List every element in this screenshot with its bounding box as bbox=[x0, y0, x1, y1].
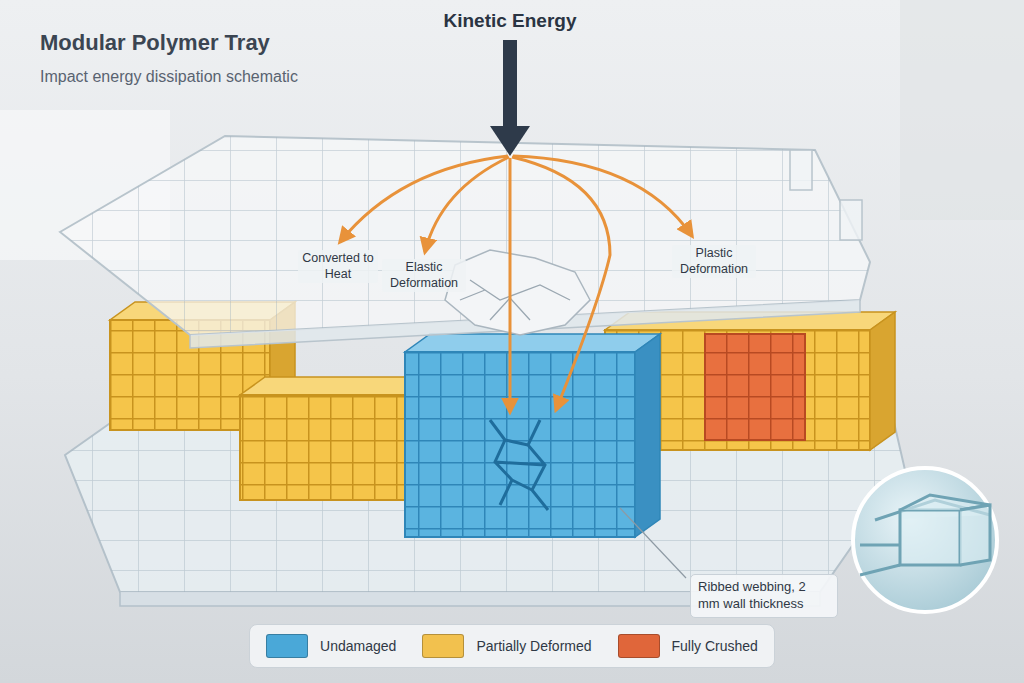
legend-item: Undamaged bbox=[266, 634, 396, 658]
legend: Undamaged Partially Deformed Fully Crushed bbox=[249, 624, 775, 668]
subtitle: Impact energy dissipation schematic bbox=[40, 68, 298, 86]
legend-item: Partially Deformed bbox=[422, 634, 591, 658]
legend-swatch bbox=[618, 634, 660, 658]
arrow-label: Converted to Heat bbox=[298, 250, 378, 283]
diagram-title: Modular Polymer Tray bbox=[40, 30, 270, 56]
legend-text: Partially Deformed bbox=[476, 638, 591, 654]
legend-text: Fully Crushed bbox=[672, 638, 758, 654]
legend-item: Fully Crushed bbox=[618, 634, 758, 658]
force-label: Kinetic Energy bbox=[400, 10, 620, 32]
callout-label: Ribbed webbing, 2 mm wall thickness bbox=[690, 574, 838, 618]
legend-text: Undamaged bbox=[320, 638, 396, 654]
arrow-label: Elastic Deformation bbox=[382, 259, 466, 292]
arrow-label: Plastic Deformation bbox=[672, 245, 756, 278]
legend-swatch bbox=[266, 634, 308, 658]
legend-swatch bbox=[422, 634, 464, 658]
